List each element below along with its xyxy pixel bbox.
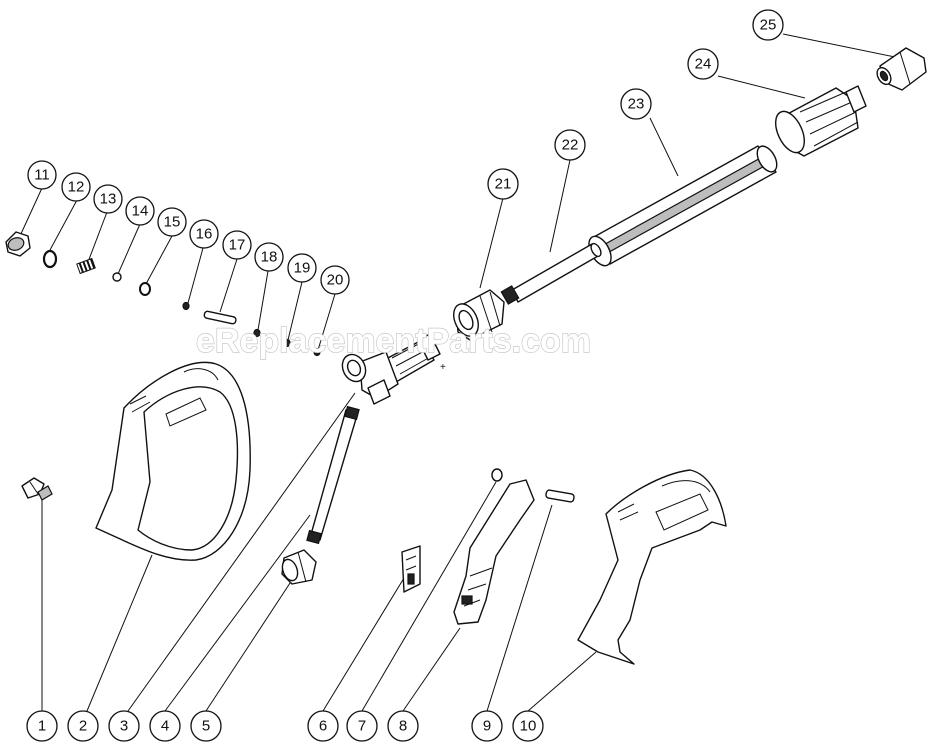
svg-text:+: + — [440, 362, 446, 373]
svg-text:11: 11 — [34, 167, 50, 184]
callout-11: 11 — [27, 160, 57, 190]
part-coupler-24 — [774, 85, 867, 157]
part-nut-5 — [281, 549, 317, 585]
watermark-text: eReplacementParts.com — [196, 322, 591, 360]
svg-text:5: 5 — [202, 718, 210, 735]
part-lance-22 — [500, 242, 602, 305]
callout-16: 16 — [189, 219, 219, 249]
svg-text:3: 3 — [120, 718, 128, 735]
svg-text:17: 17 — [229, 237, 246, 254]
part-trigger-8 — [453, 479, 535, 625]
callout-6: 6 — [307, 710, 339, 742]
callout-9: 9 — [471, 710, 503, 742]
small-parts-row — [5, 231, 321, 357]
part-wand-tube-23 — [588, 145, 778, 267]
svg-text:19: 19 — [294, 260, 311, 277]
callout-10: 10 — [512, 710, 544, 742]
callout-5: 5 — [190, 710, 222, 742]
svg-text:22: 22 — [562, 137, 579, 154]
callout-19: 19 — [287, 253, 317, 283]
svg-text:20: 20 — [327, 272, 344, 289]
callout-labels: 1 2 3 4 5 6 7 8 9 10 11 12 13 14 15 16 1… — [26, 9, 784, 742]
callout-20: 20 — [320, 265, 350, 295]
callout-8: 8 — [387, 710, 419, 742]
callout-7: 7 — [346, 710, 378, 742]
callout-2: 2 — [67, 710, 99, 742]
callout-17: 17 — [222, 230, 252, 260]
callout-3: 3 — [108, 710, 140, 742]
callout-12: 12 — [61, 172, 91, 202]
part-inlet-tube-4 — [306, 405, 360, 545]
svg-text:9: 9 — [483, 718, 491, 735]
part-collar-21 — [453, 289, 505, 341]
part-screw-1 — [21, 477, 53, 501]
callout-13: 13 — [93, 184, 123, 214]
svg-text:23: 23 — [628, 96, 645, 113]
svg-text:15: 15 — [164, 214, 181, 231]
svg-text:8: 8 — [399, 718, 407, 735]
part-bracket-6 — [401, 545, 421, 593]
callout-21: 21 — [487, 168, 519, 200]
part-fitting-25 — [876, 47, 927, 91]
part-valve-body: + — [341, 333, 446, 405]
svg-text:4: 4 — [161, 718, 169, 735]
callout-24: 24 — [687, 48, 719, 80]
part-handle-left-2 — [95, 361, 251, 561]
svg-text:7: 7 — [358, 718, 366, 735]
callout-25: 25 — [752, 9, 784, 41]
part-pin-7 — [491, 468, 503, 482]
svg-text:1: 1 — [38, 718, 46, 735]
leader-lines — [19, 33, 901, 712]
callout-15: 15 — [157, 207, 187, 237]
svg-text:16: 16 — [196, 226, 213, 243]
svg-text:12: 12 — [68, 179, 85, 196]
callout-1: 1 — [26, 710, 58, 742]
svg-text:24: 24 — [695, 56, 712, 73]
svg-text:10: 10 — [520, 718, 537, 735]
svg-text:14: 14 — [132, 203, 149, 220]
callout-14: 14 — [125, 196, 155, 226]
svg-text:25: 25 — [760, 17, 777, 34]
callout-22: 22 — [554, 129, 586, 161]
svg-text:21: 21 — [495, 176, 512, 193]
svg-text:2: 2 — [79, 718, 87, 735]
svg-text:18: 18 — [261, 249, 278, 266]
callout-23: 23 — [620, 88, 652, 120]
svg-text:6: 6 — [319, 718, 327, 735]
callout-18: 18 — [254, 242, 284, 272]
callout-4: 4 — [149, 710, 181, 742]
part-handle-right-10 — [577, 469, 727, 665]
part-pin-9 — [545, 489, 575, 503]
svg-text:13: 13 — [100, 191, 117, 208]
